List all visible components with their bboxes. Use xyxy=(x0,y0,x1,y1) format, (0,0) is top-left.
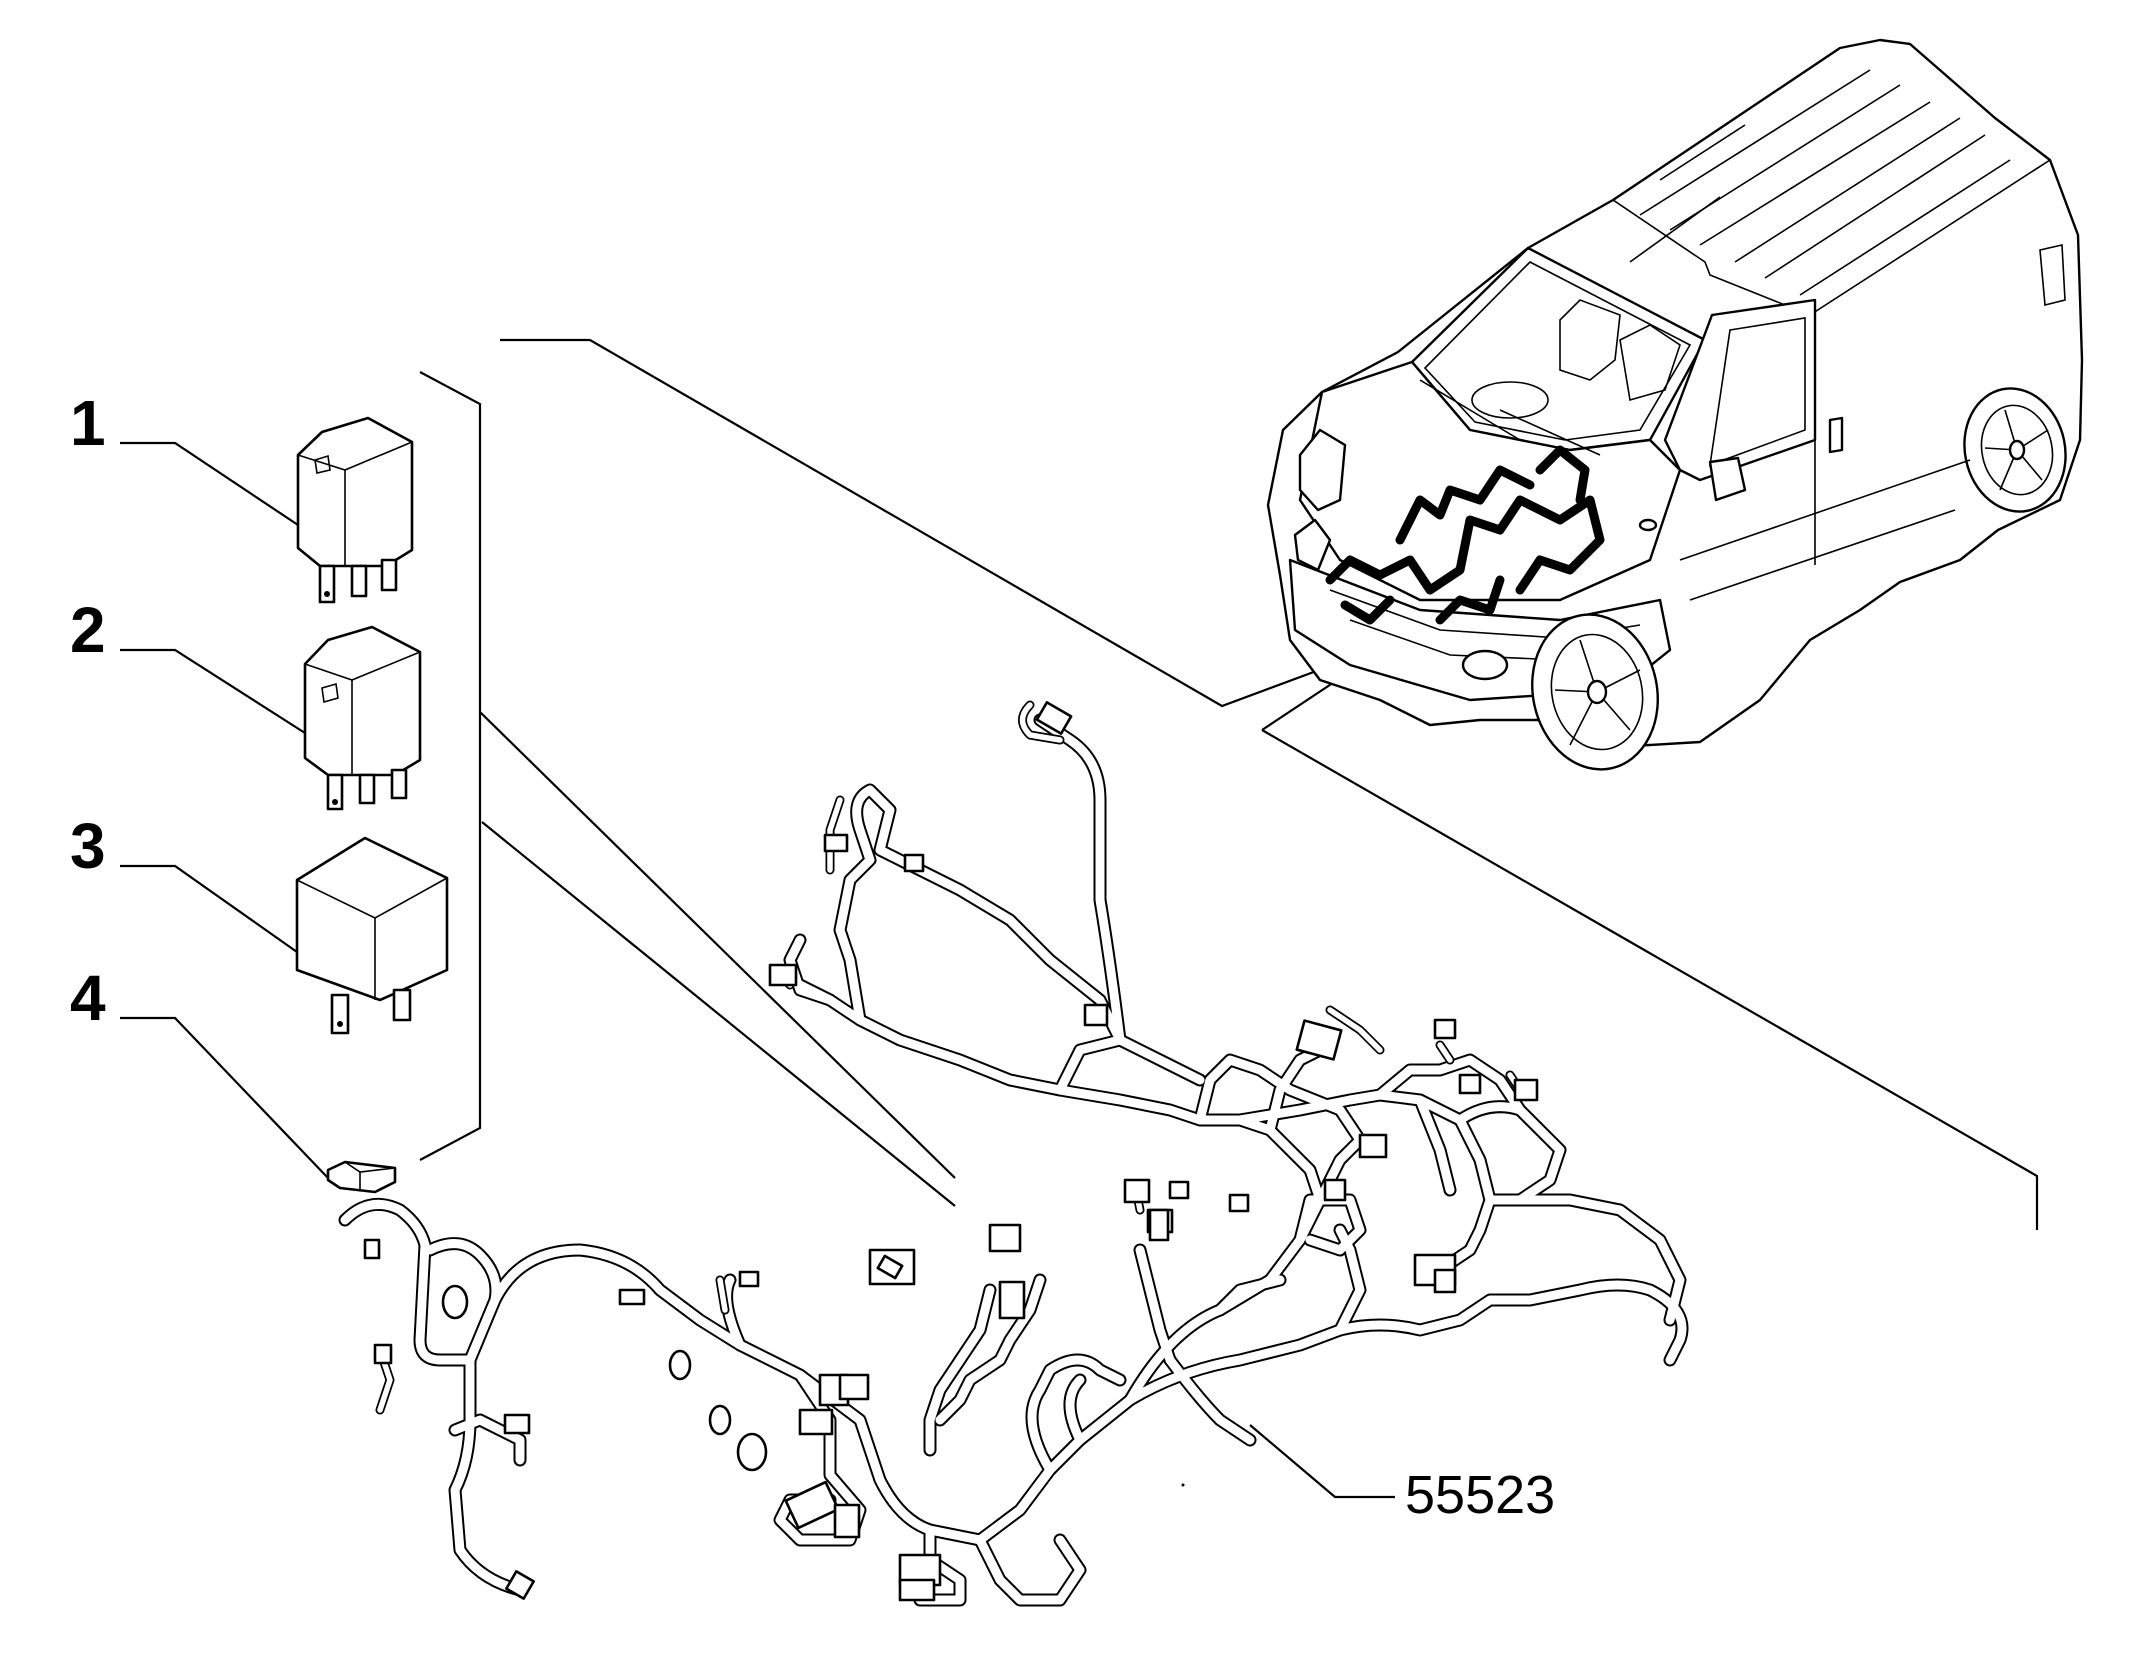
callout-1: 1 xyxy=(70,387,106,459)
fuse-4 xyxy=(326,1160,397,1194)
relay-2 xyxy=(303,625,422,811)
assembly-lines xyxy=(419,338,2039,1230)
callout-4: 4 xyxy=(70,962,106,1034)
part-number-label: 55523 xyxy=(1405,1465,1555,1525)
part-number-leader xyxy=(1249,1424,1395,1499)
relay-1 xyxy=(296,416,414,604)
callout-leaders xyxy=(120,441,329,1179)
callout-2: 2 xyxy=(70,594,106,666)
van-illustration xyxy=(1266,38,2084,771)
callout-3: 3 xyxy=(70,810,106,882)
relay-3 xyxy=(295,836,449,1035)
wiring-harness xyxy=(338,700,1689,1607)
